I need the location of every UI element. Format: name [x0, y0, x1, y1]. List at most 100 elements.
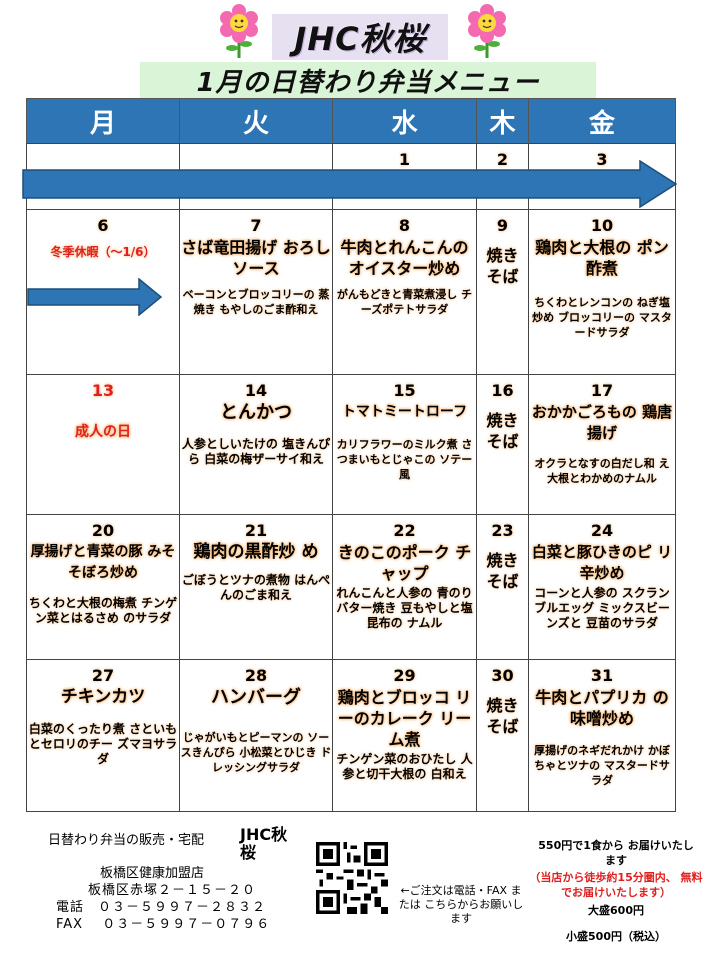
day-number: 28 — [244, 666, 268, 685]
day-cell: 15 トマトミートローフ カリフラワーのミルク煮 さつまいもとじゃこの ソテー風 — [332, 374, 477, 515]
day-cell: 31 牛肉とパプリカ の味噌炒め 厚揚げのネギだれかけ かぼちゃとツナの マスタ… — [528, 659, 676, 812]
weekday-thu: 木 — [476, 98, 529, 144]
main-dish: 焼き そば — [486, 411, 519, 451]
footer-price-note: 550円で1食から お届けいたします — [538, 839, 694, 867]
side-dishes: ちくわと大根の梅煮 チンゲン菜とはるさめ のサラダ — [28, 596, 178, 625]
day-cell: 8 牛肉とれんこんの オイスター炒め がんもどきと青菜煮浸し チーズポテトサラダ — [332, 209, 477, 375]
side-dishes: じゃがいもとピーマンの ソースきんぴら 小松菜とひじき ドレッシングサラダ — [180, 731, 332, 774]
footer-phone: 電話 ０３－５９９７－２８３２ — [56, 900, 267, 915]
day-number: 16 — [491, 381, 514, 400]
day-cell: 13 成人の日 — [26, 374, 180, 515]
day-number: 9 — [496, 216, 509, 235]
side-dishes: チンゲン菜のおひたし 人参と切干大根の 白和え — [336, 752, 473, 781]
weekday-mon: 月 — [26, 98, 180, 144]
weekday-tue: 火 — [179, 98, 333, 144]
footer-order-note: ←ご注文は電話・FAX または こちらからお願いします — [398, 884, 524, 925]
day-number: 8 — [398, 216, 411, 235]
side-dishes: がんもどきと青菜煮浸し チーズポテトサラダ — [336, 288, 473, 316]
side-dishes: ごぼうとツナの煮物 はんぺんのごま和え — [181, 573, 331, 602]
side-dishes: コーンと人参の スクランブルエッグ ミックスビーンズと 豆苗のサラダ — [534, 586, 670, 630]
holiday-note: 冬季休暇（～1/6） — [50, 245, 156, 259]
side-dishes: オクラとなすの白だし和 え 大根とわかめのナムル — [534, 457, 670, 485]
footer-delivery-note: （当店から徒歩約15分圏内、 無料でお届けいたします） — [529, 871, 703, 899]
main-dish: ハンバーグ — [211, 687, 301, 708]
main-dish: チキンカツ — [60, 687, 146, 707]
main-dish: トマトミートローフ — [341, 404, 468, 420]
day-cell: 7 さば竜田揚げ おろしソース ベーコンとブロッコリーの 蒸焼き もやしのごま酢… — [179, 209, 333, 375]
main-dish: 鶏肉の黒酢炒 め — [193, 542, 319, 562]
footer-fax: FAX ０３－５９９７－０７９６ — [56, 917, 271, 932]
day-cell: 23 焼き そば — [476, 514, 529, 660]
day-cell: 16 焼き そば — [476, 374, 529, 515]
side-dishes: ベーコンとブロッコリーの 蒸焼き もやしのごま酢和え — [182, 288, 330, 316]
flower-icon — [220, 4, 258, 58]
holiday-note: 成人の日 — [75, 424, 131, 440]
footer-brand: JHC秋 桜 — [240, 825, 288, 862]
day-number: 13 — [91, 381, 115, 400]
day-number: 2 — [496, 150, 509, 169]
main-dish: 牛肉とパプリカ の味噌炒め — [535, 688, 669, 728]
day-cell: 27 チキンカツ 白菜のくったり煮 さといもとセロリのチー ズマヨサラダ — [26, 659, 180, 812]
day-number: 15 — [393, 381, 416, 400]
day-number: 23 — [491, 521, 514, 540]
main-dish: 焼き そば — [486, 696, 519, 736]
footer-sales-text: 日替わり弁当の販売・宅配 — [48, 833, 205, 848]
main-dish: 焼き そば — [486, 246, 519, 286]
main-dish: きのこのポーク チャップ — [337, 543, 472, 583]
day-number: 20 — [91, 521, 115, 540]
main-dish: 白菜と豚ひきのピ リ辛炒め — [531, 543, 673, 582]
day-cell: 14 とんかつ 人参としいたけの 塩きんぴら 白菜の梅ザーサイ和え — [179, 374, 333, 515]
day-number: 31 — [590, 666, 614, 685]
main-dish: 厚揚げと青菜の豚 みそそぼろ炒め — [30, 544, 176, 581]
day-cell: 20 厚揚げと青菜の豚 みそそぼろ炒め ちくわと大根の梅煮 チンゲン菜とはるさめ… — [26, 514, 180, 660]
main-dish: とんかつ — [220, 402, 292, 423]
day-number: 22 — [393, 521, 416, 540]
day-cell: 10 鶏肉と大根の ポン酢煮 ちくわとレンコンの ねぎ塩炒め ブロッコリーの マ… — [528, 209, 676, 375]
footer-large-price: 大盛600円 — [588, 904, 644, 917]
day-cell: 17 おかかごろもの 鶏唐揚げ オクラとなすの白だし和 え 大根とわかめのナムル — [528, 374, 676, 515]
weekday-wed: 水 — [332, 98, 477, 144]
flower-icon — [468, 4, 506, 58]
side-dishes: 人参としいたけの 塩きんぴら 白菜の梅ザーサイ和え — [181, 437, 331, 466]
main-dish: 牛肉とれんこんの オイスター炒め — [340, 238, 469, 278]
day-number: 14 — [244, 381, 268, 400]
menu-calendar: 月 火 水 木 金 1 2 3 6 冬季休暇（～1/6） 7 さば竜田揚げ おろ… — [26, 98, 676, 812]
day-cell: 29 鶏肉とブロッコ リーのカレーク リーム煮 チンゲン菜のおひたし 人参と切干… — [332, 659, 477, 812]
weekday-fri: 金 — [528, 98, 676, 144]
day-number: 27 — [91, 666, 115, 685]
side-dishes: れんこんと人参の 青のりバター焼き 豆もやしと塩昆布の ナムル — [336, 586, 473, 630]
arrow-right-icon — [22, 160, 678, 208]
footer-store: 板橋区健康加盟店 — [100, 866, 205, 881]
day-number: 6 — [97, 216, 109, 235]
day-cell: 22 きのこのポーク チャップ れんこんと人参の 青のりバター焼き 豆もやしと塩… — [332, 514, 477, 660]
main-dish: おかかごろもの 鶏唐揚げ — [531, 403, 673, 442]
day-number: 29 — [393, 666, 416, 685]
side-dishes: 厚揚げのネギだれかけ かぼちゃとツナの マスタードサラダ — [534, 744, 670, 787]
day-number: 3 — [596, 150, 608, 169]
day-cell: 21 鶏肉の黒酢炒 め ごぼうとツナの煮物 はんぺんのごま和え — [179, 514, 333, 660]
arrow-right-icon — [27, 278, 163, 316]
day-number: 30 — [491, 666, 514, 685]
side-dishes: 白菜のくったり煮 さといもとセロリのチー ズマヨサラダ — [28, 722, 178, 766]
day-cell: 30 焼き そば — [476, 659, 529, 812]
brand-title: JHC秋桜 — [272, 14, 448, 60]
day-number: 21 — [244, 521, 268, 540]
footer-small-price: 小盛500円（税込） — [566, 930, 666, 943]
side-dishes: カリフラワーのミルク煮 さつまいもとじゃこの ソテー風 — [336, 438, 473, 481]
day-number: 10 — [590, 216, 614, 235]
main-dish: 焼き そば — [486, 551, 519, 591]
day-number: 24 — [590, 521, 614, 540]
day-cell: 24 白菜と豚ひきのピ リ辛炒め コーンと人参の スクランブルエッグ ミックスビ… — [528, 514, 676, 660]
menu-subtitle: 1月の日替わり弁当メニュー — [140, 62, 596, 98]
day-number: 1 — [398, 150, 411, 169]
main-dish: さば竜田揚げ おろしソース — [181, 238, 331, 278]
qr-code[interactable] — [316, 842, 388, 914]
footer-address: 板橋区赤塚２－１５－２０ — [88, 883, 257, 898]
day-cell: 28 ハンバーグ じゃがいもとピーマンの ソースきんぴら 小松菜とひじき ドレッ… — [179, 659, 333, 812]
main-dish: 鶏肉とブロッコ リーのカレーク リーム煮 — [337, 688, 472, 749]
day-number: 17 — [590, 381, 614, 400]
main-dish: 鶏肉と大根の ポン酢煮 — [535, 238, 669, 278]
day-cell: 9 焼き そば — [476, 209, 529, 375]
side-dishes: ちくわとレンコンの ねぎ塩炒め ブロッコリーの マスタードサラダ — [532, 296, 672, 339]
day-number: 7 — [250, 216, 262, 235]
